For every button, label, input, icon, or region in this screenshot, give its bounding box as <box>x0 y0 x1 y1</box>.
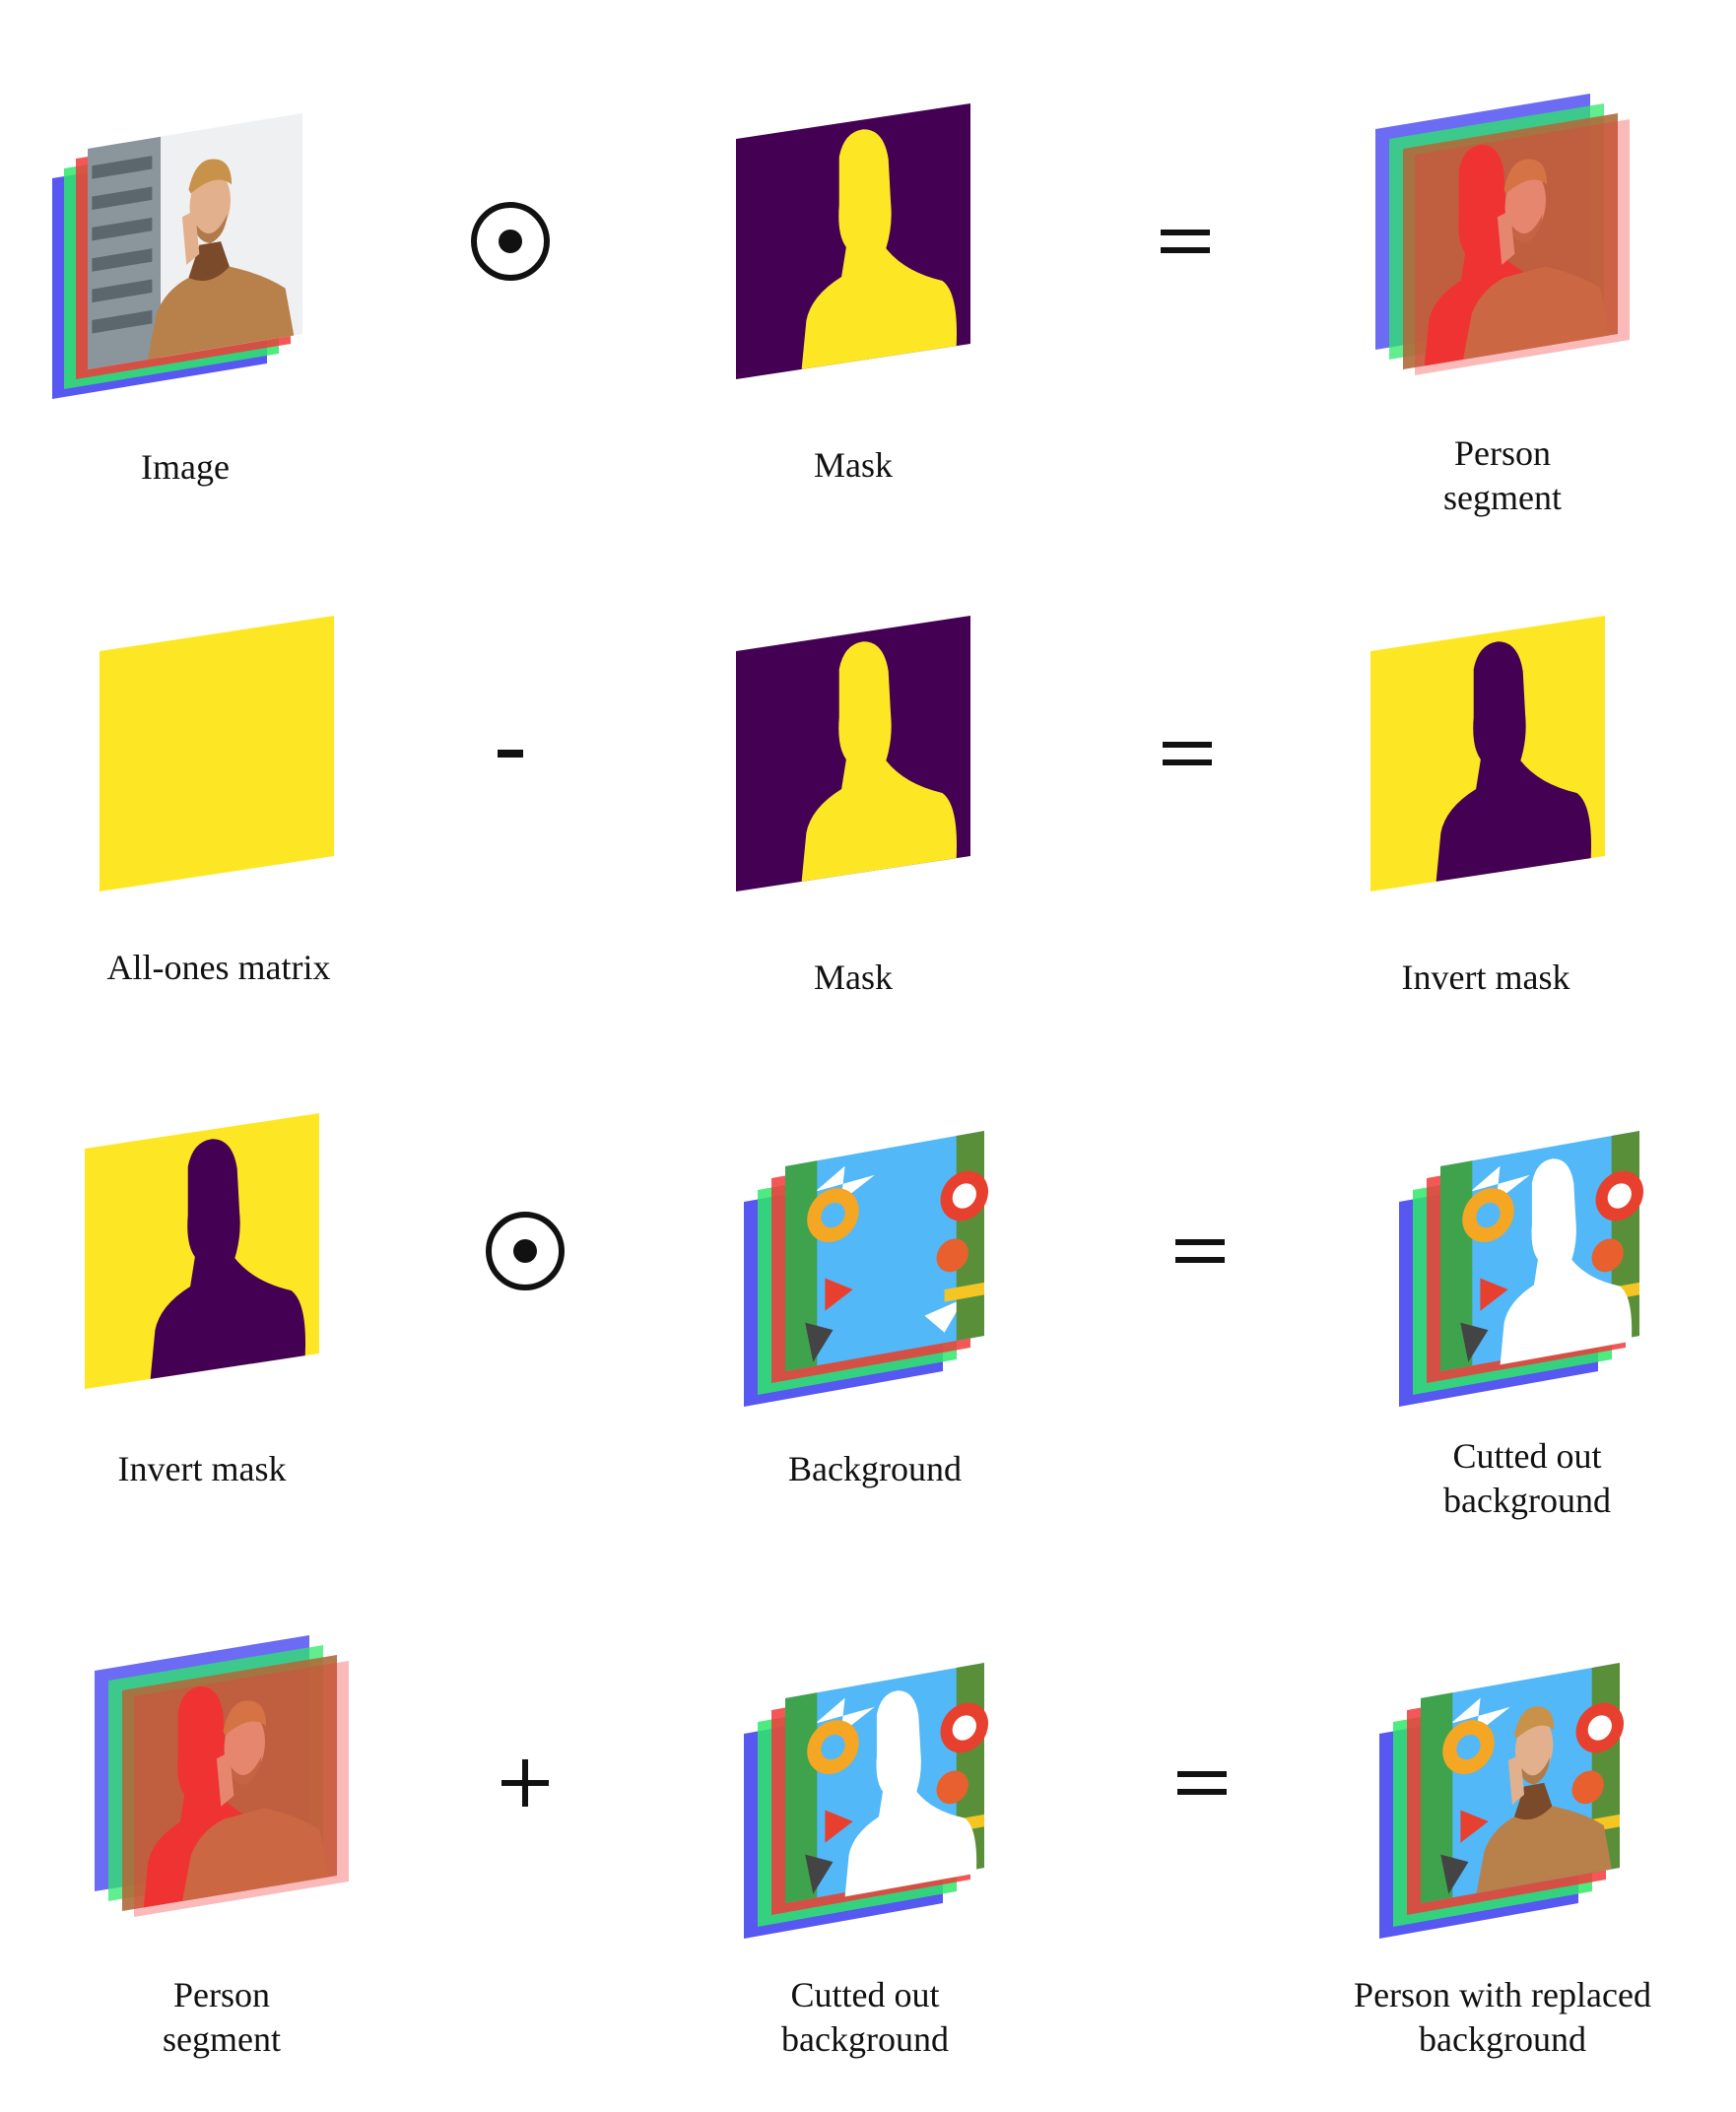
cutout-background-panel <box>1440 1130 1644 1371</box>
minus-bar <box>498 750 523 758</box>
equals-top <box>1177 1771 1227 1777</box>
person-segment-panel <box>1403 113 1618 369</box>
left-operand <box>52 112 303 399</box>
equation-row-1: Image Mask Person segment <box>52 94 1630 517</box>
middle-operand <box>736 103 970 379</box>
equation-row-2: All-ones matrix Mask Invert mask <box>100 616 1605 997</box>
equals-bottom <box>1163 759 1212 765</box>
result <box>1370 616 1605 891</box>
caption: Image <box>141 447 230 487</box>
equation-row-3: Invert mask Background Cutted out backgroun… <box>85 1113 1644 1520</box>
caption-line: Mask <box>814 445 893 485</box>
left-operand <box>85 1113 319 1389</box>
caption-line: Cutted out <box>791 1975 940 2014</box>
cutout-background-panel <box>785 1662 989 1903</box>
caption-line: Person <box>173 1975 270 2014</box>
caption-line: Invert mask <box>118 1449 287 1488</box>
caption-line: Mask <box>814 957 893 997</box>
caption: Mask <box>814 445 893 485</box>
caption-line: Person with replaced <box>1354 1975 1651 2014</box>
mask-panel <box>736 103 970 379</box>
result <box>1379 1662 1625 1939</box>
caption-line: segment <box>163 2019 281 2059</box>
person-segment-panel <box>122 1655 337 1911</box>
all-ones-panel <box>100 616 334 891</box>
caption: Cutted out background <box>781 1975 949 2059</box>
equals-top <box>1163 742 1212 748</box>
caption: Cutted out background <box>1443 1436 1611 1520</box>
caption-line: All-ones matrix <box>107 948 331 987</box>
operator-hadamard <box>486 1212 565 1290</box>
caption-line: segment <box>1443 478 1562 517</box>
person-replaced-panel <box>1421 1662 1625 1903</box>
caption: Person segment <box>163 1975 281 2059</box>
operator-equals <box>1177 1771 1227 1795</box>
caption-line: Cutted out <box>1453 1436 1602 1476</box>
middle-operand <box>736 616 970 891</box>
channel-layer <box>1415 119 1630 375</box>
caption-line: Background <box>788 1449 962 1488</box>
image-photo-panel <box>88 112 303 369</box>
caption-line: background <box>1443 1481 1611 1520</box>
background-panel <box>785 1130 989 1371</box>
equals-bottom <box>1175 1257 1225 1263</box>
odot-ring <box>471 202 550 281</box>
equals-bottom <box>1161 247 1210 253</box>
middle-operand <box>744 1130 989 1407</box>
caption: Background <box>788 1449 962 1488</box>
caption: Person with replaced background <box>1354 1975 1651 2059</box>
caption: Mask <box>814 957 893 997</box>
caption-line: Invert mask <box>1402 957 1570 997</box>
caption: Invert mask <box>1402 957 1570 997</box>
equals-top <box>1175 1239 1225 1245</box>
result <box>1399 1130 1644 1407</box>
channel-layer <box>134 1661 349 1917</box>
operator-minus <box>498 750 523 758</box>
equals-top <box>1161 230 1210 235</box>
operator-equals <box>1163 742 1212 765</box>
plus-v <box>522 1759 528 1807</box>
middle-operand <box>744 1662 989 1939</box>
invert-mask-panel <box>85 1113 319 1389</box>
odot-dot <box>513 1239 537 1263</box>
equals-bottom <box>1177 1789 1227 1795</box>
caption-line: background <box>781 2019 949 2059</box>
result <box>1375 94 1630 375</box>
left-operand <box>100 616 334 891</box>
mask-panel <box>736 616 970 891</box>
caption: Person segment <box>1443 433 1562 517</box>
caption: Invert mask <box>118 1449 287 1488</box>
caption-line: Person <box>1454 433 1551 473</box>
caption: All-ones matrix <box>107 948 331 987</box>
caption-line: background <box>1419 2019 1586 2059</box>
operator-equals <box>1175 1239 1225 1263</box>
caption-line: Image <box>141 447 230 487</box>
operator-hadamard <box>471 202 550 281</box>
operator-equals <box>1161 230 1210 253</box>
left-operand <box>95 1635 349 1917</box>
operator-plus <box>501 1759 549 1807</box>
odot-ring <box>486 1212 565 1290</box>
odot-dot <box>499 230 522 253</box>
invert-mask-panel <box>1370 616 1605 891</box>
